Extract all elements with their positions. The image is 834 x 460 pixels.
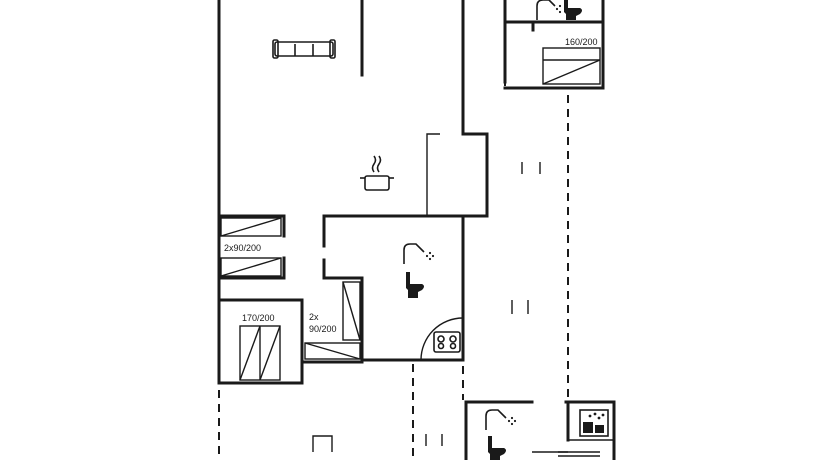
annex-top-toilet-icon [564,0,582,20]
cooking-pot-icon [360,155,394,191]
entry-partition [426,133,488,216]
post-marks [312,162,541,452]
bed-170-200-label: 170/200 [242,313,275,323]
bed-bunk-label-2: 90/200 [309,324,337,334]
shower-icon [403,243,435,264]
bed-170-200: 170/200 [239,313,281,381]
annex-bottom-shower-icon [485,409,517,430]
main-bathroom-walls [322,214,465,362]
annex-top-shower-icon [536,0,562,20]
toilet-icon [406,272,424,298]
washing-machine-icon [579,409,609,437]
bed-bunk-label-1: 2x [309,312,319,322]
bed-2x-90-200-bunk: 2x 90/200 [304,281,361,360]
annex-bottom-toilet-icon [488,436,506,460]
bed-2x90-200-label: 2x90/200 [224,243,261,253]
bed-160-200-label: 160/200 [565,37,598,47]
bed-2x90-200: 2x90/200 [220,217,282,277]
annex-top-walls [503,0,605,90]
bedroom-walls [217,214,304,385]
annex-bottom-walls [464,400,616,460]
bed-bottom-annex [558,451,600,457]
sofa-icon [272,39,336,59]
stove-top-icon [433,331,461,353]
bed-160-200: 160/200 [542,37,601,85]
